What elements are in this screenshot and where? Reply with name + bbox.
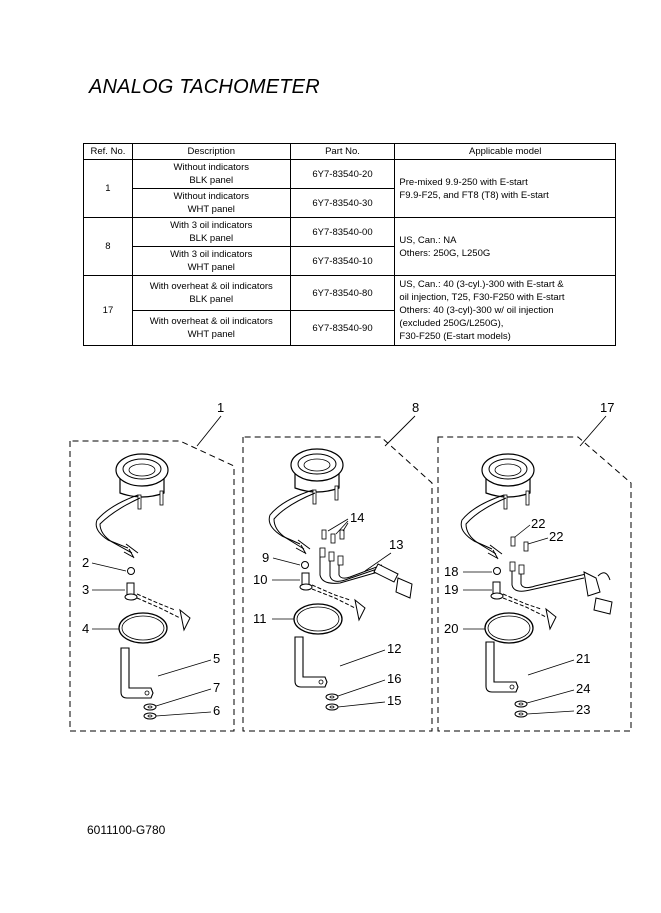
part-12 (294, 636, 328, 688)
part-4 (118, 612, 168, 644)
callout-10: 10 (253, 572, 267, 587)
ref-cell: 1 (83, 159, 133, 218)
group-label-17: 17 (600, 400, 614, 415)
callout-19: 19 (444, 582, 458, 597)
part-23 (514, 710, 528, 718)
callout-16: 16 (387, 671, 401, 686)
group-label-1: 1 (217, 400, 224, 415)
harness-1 (95, 494, 139, 549)
ref-cell: 17 (83, 275, 133, 346)
part-16 (325, 693, 339, 701)
callout-5: 5 (213, 651, 220, 666)
part-5 (120, 647, 154, 699)
callout-6: 6 (213, 703, 220, 718)
callout-15: 15 (387, 693, 401, 708)
part-18 (493, 567, 501, 575)
part-6 (143, 712, 157, 720)
part-10 (299, 572, 313, 591)
callout-20: 20 (444, 621, 458, 636)
group-box-1 (69, 440, 235, 732)
part-no-cell: 6Y7-83540-30 (289, 188, 396, 218)
callout-14: 14 (350, 510, 364, 525)
callout-7: 7 (213, 680, 220, 695)
callout-18: 18 (444, 564, 458, 579)
part-no-cell: 6Y7-83540-10 (289, 246, 396, 276)
part-no-cell: 6Y7-83540-00 (289, 217, 396, 247)
callout-9: 9 (262, 550, 269, 565)
harness-8 (268, 489, 314, 545)
callout-2: 2 (82, 555, 89, 570)
group-box-17 (437, 436, 632, 732)
part-22 (510, 536, 529, 552)
harness-17 (460, 494, 505, 550)
part-no-cell: 6Y7-83540-90 (289, 310, 396, 346)
page-title: ANALOG TACHOMETER (89, 76, 320, 98)
part-19 (490, 581, 504, 600)
group-box-8 (242, 436, 433, 732)
part-no-cell: 6Y7-83540-20 (289, 159, 396, 189)
callout-13: 13 (389, 537, 403, 552)
part-24 (514, 700, 528, 708)
callout-22a: 22 (531, 516, 545, 531)
group-label-8: 8 (412, 400, 419, 415)
callout-3: 3 (82, 582, 89, 597)
part-11 (293, 603, 343, 635)
part-14 (321, 529, 345, 544)
part-15 (325, 703, 339, 711)
parts-table: Ref. No. Description Part No. Applicable… (83, 143, 616, 346)
part-13 (319, 547, 413, 599)
model-cell: US, Can.: 40 (3-cyl.)-300 with E-start &… (394, 275, 616, 346)
callout-4: 4 (82, 621, 89, 636)
part-2 (127, 567, 135, 575)
part-7 (143, 703, 157, 711)
harness-lead-17 (509, 561, 613, 615)
part-20 (484, 612, 534, 644)
callout-22b: 22 (549, 529, 563, 544)
callout-12: 12 (387, 641, 401, 656)
callout-11: 11 (253, 611, 267, 626)
part-9 (301, 561, 309, 569)
part-21 (485, 641, 519, 693)
callout-21: 21 (576, 651, 590, 666)
part-3 (124, 582, 138, 601)
callout-24: 24 (576, 681, 590, 696)
callout-23: 23 (576, 702, 590, 717)
figure-code: 6011100-G780 (87, 823, 166, 837)
